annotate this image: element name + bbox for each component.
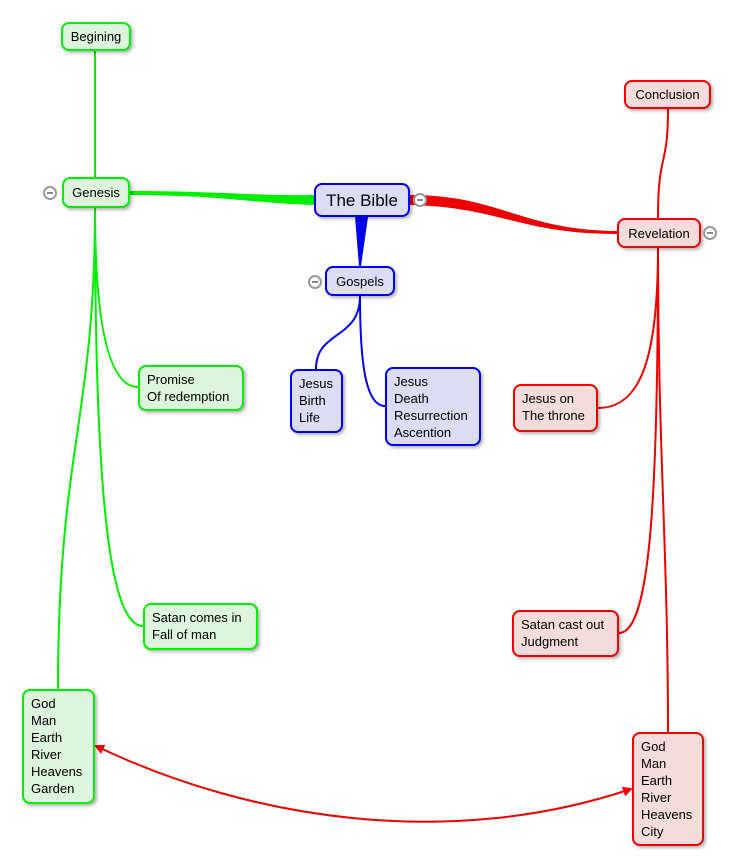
node-begining[interactable]: Begining xyxy=(61,22,131,51)
node-line: Jesus on xyxy=(522,391,575,406)
node-line: The throne xyxy=(522,408,585,423)
node-line: God xyxy=(641,739,666,754)
node-genesis[interactable]: Genesis xyxy=(62,177,130,208)
node-promise[interactable]: Promise Of redemption xyxy=(138,365,244,411)
node-line: Earth xyxy=(31,730,63,745)
edge-root-genesis xyxy=(130,191,314,205)
edge-gospels-birth xyxy=(315,295,361,370)
collapse-minus-icon[interactable] xyxy=(308,275,322,289)
node-line: Resurrection xyxy=(394,408,468,423)
node-line: Fall of man xyxy=(152,627,217,642)
node-label: Conclusion xyxy=(635,87,700,102)
collapse-minus-icon[interactable] xyxy=(703,226,717,240)
node-jesus-birth[interactable]: Jesus Birth Life xyxy=(290,369,343,433)
node-line: Promise xyxy=(147,372,195,387)
node-jesus-death[interactable]: Jesus Death Resurrection Ascention xyxy=(385,367,481,446)
node-line: Garden xyxy=(31,781,75,796)
node-line: Jesus xyxy=(394,374,428,389)
edge-revelation-godcity xyxy=(657,247,669,733)
node-line: River xyxy=(641,790,672,805)
node-line: Life xyxy=(299,410,320,425)
edge-revelation-conclusion xyxy=(657,108,669,219)
collapse-minus-icon[interactable] xyxy=(413,193,427,207)
node-line: God xyxy=(31,696,56,711)
edge-genesis-god xyxy=(57,207,96,690)
node-line: Death xyxy=(394,391,429,406)
node-god-garden[interactable]: God Man Earth River Heavens Garden xyxy=(22,689,95,804)
collapse-minus-icon[interactable] xyxy=(43,186,57,200)
node-the-bible[interactable]: The Bible xyxy=(314,183,410,217)
node-line: Judgment xyxy=(521,634,579,649)
node-line: Heavens xyxy=(31,764,83,779)
node-line: Man xyxy=(31,713,57,728)
node-label: Genesis xyxy=(72,185,120,200)
relation-arrow xyxy=(94,744,633,823)
node-conclusion[interactable]: Conclusion xyxy=(624,80,711,109)
node-line: Satan cast out xyxy=(521,617,605,632)
node-line: Of redemption xyxy=(147,389,230,404)
node-label: Revelation xyxy=(628,225,690,241)
node-line: River xyxy=(31,747,62,762)
edge-revelation-throne xyxy=(597,247,659,409)
node-line: Man xyxy=(641,756,667,771)
node-gospels[interactable]: Gospels xyxy=(325,266,395,296)
node-label: The Bible xyxy=(326,190,398,210)
node-jesus-throne[interactable]: Jesus on The throne xyxy=(513,384,598,432)
node-revelation[interactable]: Revelation xyxy=(617,218,701,248)
edge-gospels-death xyxy=(359,295,386,407)
node-line: City xyxy=(641,824,664,839)
node-label: Gospels xyxy=(336,273,384,289)
edge-revelation-satan xyxy=(618,247,659,634)
node-satan-cast-out[interactable]: Satan cast out Judgment xyxy=(512,610,619,657)
node-line: Satan comes in xyxy=(152,610,242,625)
node-line: Heavens xyxy=(641,807,693,822)
edge-genesis-satan xyxy=(94,207,144,627)
edge-root-revelation xyxy=(410,195,617,234)
node-line: Ascention xyxy=(394,425,452,440)
node-god-city[interactable]: God Man Earth River Heavens City xyxy=(632,732,704,846)
node-line: Jesus xyxy=(299,376,333,391)
node-satan-comes-in[interactable]: Satan comes in Fall of man xyxy=(143,603,258,650)
edge-root-gospels xyxy=(355,217,368,266)
node-label: Begining xyxy=(70,29,122,44)
edge-genesis-promise xyxy=(94,207,139,388)
node-line: Earth xyxy=(641,773,673,788)
node-line: Birth xyxy=(299,393,326,408)
